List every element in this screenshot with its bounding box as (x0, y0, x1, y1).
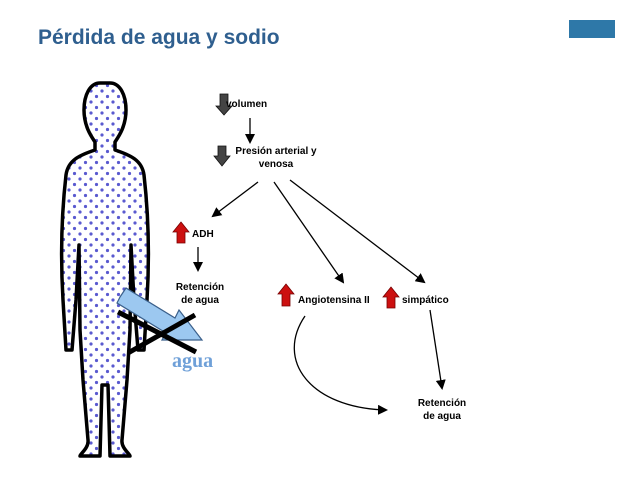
angiotensina-label: Angiotensina II (298, 294, 398, 307)
arrow-presion-to-angiotensina (274, 182, 343, 282)
adh-label: ADH (192, 228, 222, 241)
retencion-agua-label-2: Retención de agua (412, 397, 472, 423)
presion-label: Presión arterial y venosa (222, 145, 330, 171)
arrow-angiotensina-to-retencion (294, 316, 386, 410)
human-body-figure (62, 83, 149, 456)
arrow-simpatico-to-retencion (430, 310, 442, 388)
arrow-presion-to-adh (213, 182, 258, 216)
agua-label: agua (172, 350, 213, 373)
arrow-presion-to-simpatico (290, 180, 424, 282)
retencion-agua-label-1: Retención de agua (170, 281, 230, 307)
simpatico-label: simpático (402, 294, 462, 307)
volumen-label: volumen (226, 98, 286, 111)
up-arrow-icon-adh (173, 222, 189, 243)
up-arrow-icon-angiotensina (278, 284, 294, 306)
